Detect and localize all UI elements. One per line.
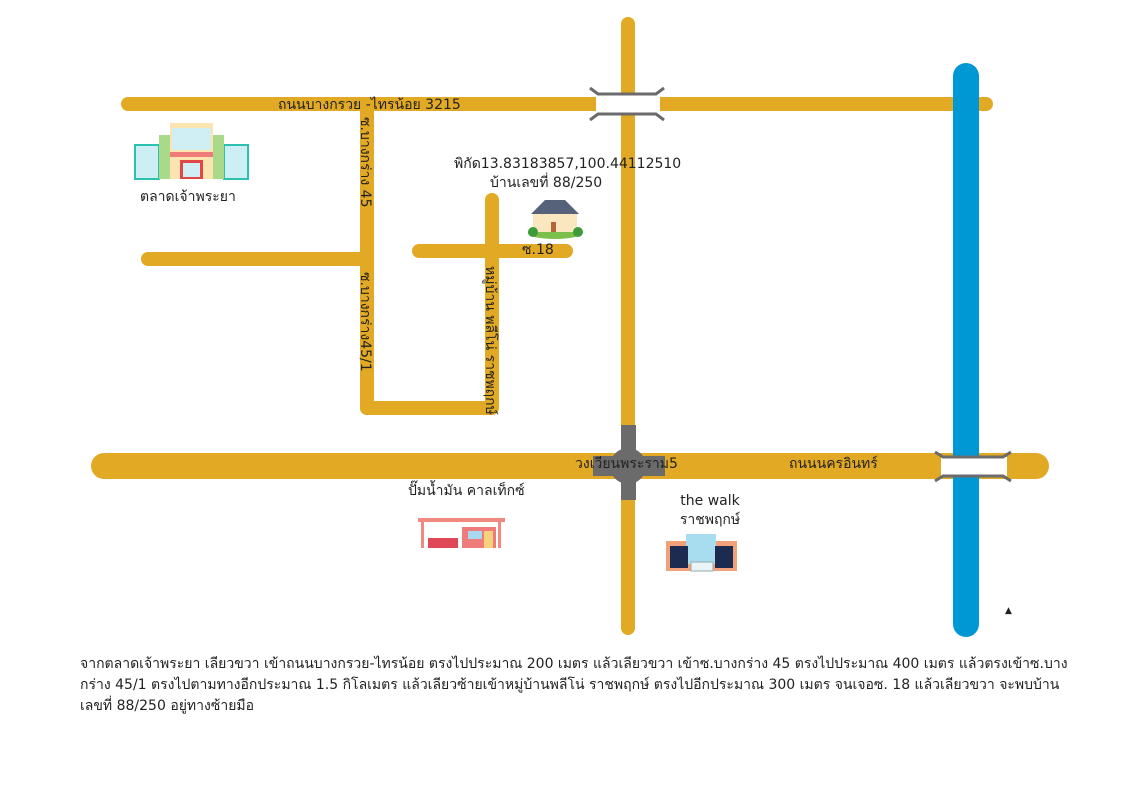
road-label-nakhon-in: ถนนนครอินทร์ [789, 456, 878, 472]
mall-label: the walk ราชพฤกษ์ [670, 493, 750, 528]
mall-label-line1: the walk [680, 493, 740, 509]
road-label-soi-45-1: ซ.บางกร่าง45/1 [357, 272, 373, 372]
road-label-soi-45: ซ.บางกร่าง 45 [357, 117, 373, 208]
market-icon [134, 123, 249, 180]
road-label-soi-18: ซ.18 [522, 242, 554, 258]
road-label-village: หมู่บ้าน พลีโน่ ราชพฤกษ์ [482, 266, 498, 415]
bridge-bottom [934, 450, 1012, 483]
mall-icon [666, 534, 737, 572]
bridge-top [589, 86, 665, 122]
roundabout-junction [593, 425, 665, 500]
house-number-label: บ้านเลขที่ 88/250 [490, 175, 603, 191]
gas-station-label: ปั๊มน้ำมัน คาลเท็กซ์ [408, 483, 525, 499]
market-label: ตลาดเจ้าพระยา [140, 189, 236, 205]
house-icon [528, 200, 583, 239]
roundabout-label: วงเวียนพระราม5 [575, 456, 678, 472]
gas-station-icon [418, 518, 505, 548]
directions-text: จากตลาดเจ้าพระยา เลียวขวา เข้าถนนบางกรวย… [80, 656, 1068, 714]
north-arrow-icon: ▲ [1005, 606, 1012, 616]
coordinates-label: พิกัด13.83183857,100.44112510 [454, 156, 682, 172]
mall-label-line2: ราชพฤกษ์ [679, 512, 741, 529]
road-label-bangkruai-sainoi: ถนนบางกรวย -ไทรน้อย 3215 [278, 97, 461, 113]
